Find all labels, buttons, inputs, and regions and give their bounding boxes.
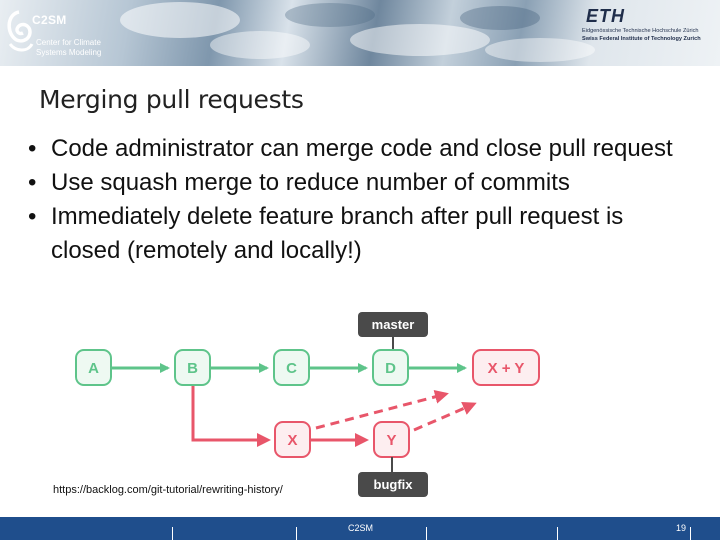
git-merge-diagram: master A B C D X + Y X Y bugfix <box>75 312 540 497</box>
c2sm-logo: C2SM Center for Climate Systems Modeling <box>4 4 108 64</box>
eth-wordmark: ETH <box>586 6 625 26</box>
branch-line-b-x <box>191 386 271 447</box>
eth-name-english: Swiss Federal Institute of Technology Zu… <box>582 36 701 42</box>
bullet-text: Use squash merge to reduce number of com… <box>51 169 570 196</box>
bugfix-tag-label: bugfix <box>374 477 414 492</box>
bullet-text: Code administrator can merge code and cl… <box>51 135 673 162</box>
commit-label-b: B <box>187 360 198 377</box>
master-tag <box>358 312 428 337</box>
commit-node-xy <box>472 349 540 386</box>
commit-node-x <box>274 421 311 458</box>
commit-label-x: X <box>287 432 297 449</box>
commit-node-d <box>372 349 409 386</box>
bugfix-tag <box>358 472 428 497</box>
bullet-item: • Use squash merge to reduce number of co… <box>28 166 698 200</box>
bullet-glyph: • <box>28 135 37 162</box>
slide-title: Merging pull requests <box>39 85 304 114</box>
bullet-list: • Code administrator can merge code and c… <box>28 132 698 268</box>
header-banner: C2SM Center for Climate Systems Modeling… <box>0 0 720 66</box>
master-tag-label: master <box>372 317 415 332</box>
bullet-glyph: • <box>28 169 37 196</box>
commit-label-xy: X + Y <box>488 360 525 377</box>
commit-label-c: C <box>286 360 297 377</box>
bullet-item: • Code administrator can merge code and c… <box>28 132 698 166</box>
c2sm-subtitle-line2: Systems Modeling <box>36 48 102 57</box>
commit-label-a: A <box>88 360 99 377</box>
source-link[interactable]: https://backlog.com/git-tutorial/rewriti… <box>53 484 283 496</box>
footer-bar: C2SM 19 <box>0 517 720 540</box>
footer-divider <box>296 527 297 540</box>
footer-org: C2SM <box>348 523 374 533</box>
c2sm-brand: C2SM <box>32 13 67 27</box>
c2sm-subtitle-line1: Center for Climate <box>36 38 101 47</box>
commit-label-y: Y <box>386 432 396 449</box>
dashed-arrow-x-xy <box>315 390 449 430</box>
commit-node-b <box>174 349 211 386</box>
footer-divider <box>426 527 427 540</box>
eth-logo: ETH Eidgenössische Technische Hochschule… <box>582 6 716 50</box>
c2sm-subtitle: Center for Climate Systems Modeling <box>36 38 108 58</box>
commit-node-c <box>273 349 310 386</box>
footer-divider <box>557 527 558 540</box>
eth-name-german: Eidgenössische Technische Hochschule Zür… <box>582 28 699 34</box>
page-number: 19 <box>676 523 687 533</box>
bullet-text: Immediately delete feature branch after … <box>51 203 624 264</box>
footer-divider <box>690 527 691 540</box>
bullet-glyph: • <box>28 203 37 230</box>
swirl-icon <box>7 10 34 52</box>
bullet-item: • Immediately delete feature branch after… <box>28 200 698 268</box>
commit-node-a <box>75 349 112 386</box>
cloud-background <box>120 2 595 62</box>
footer-divider <box>172 527 173 540</box>
commit-label-d: D <box>385 360 396 377</box>
dashed-arrow-y-xy <box>413 401 477 432</box>
